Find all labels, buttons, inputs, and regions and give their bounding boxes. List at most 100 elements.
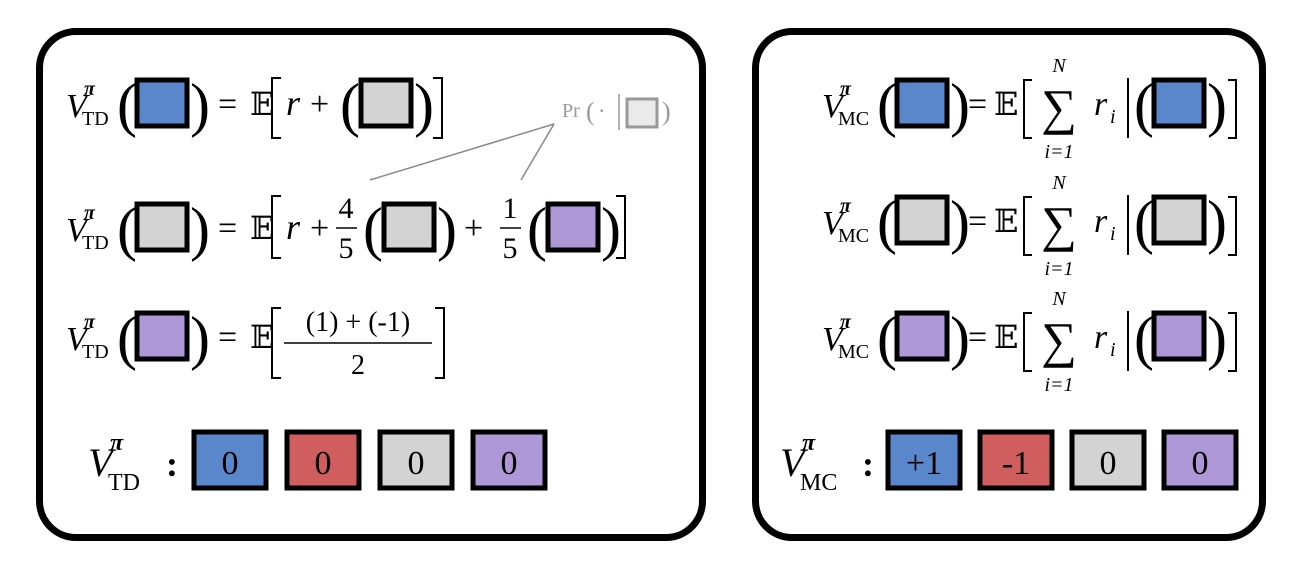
expectation-symbol: 𝔼 <box>994 319 1018 355</box>
td-subscript: TD <box>108 470 140 496</box>
close-bracket <box>1228 79 1237 139</box>
annotation-close-paren: ) <box>662 97 671 126</box>
colon: : <box>862 444 874 484</box>
plus-sign: + <box>310 86 329 123</box>
td-equation-purple: V π TD ( ) = 𝔼 (1) + (-1) 2 <box>66 305 445 381</box>
fraction-numerator: 1 <box>503 192 518 225</box>
summation-symbol: ∑ <box>1041 312 1077 368</box>
td-subscript: TD <box>82 341 109 363</box>
plus-sign: + <box>464 210 483 247</box>
transition-probability-annotation: Pr ( · ) <box>369 94 671 181</box>
reward-subscript: i <box>1110 106 1116 128</box>
value-cell-purple <box>1161 429 1239 491</box>
expectation-symbol: 𝔼 <box>994 203 1018 239</box>
state-box-purple <box>134 310 190 362</box>
state-box-blue <box>134 77 190 129</box>
equals-sign: = <box>218 86 237 123</box>
mc-equation-blue: V π MC ( ) = 𝔼 N ∑ i=1 r i ( ) <box>822 55 1237 163</box>
open-paren: ( <box>1134 72 1154 138</box>
fraction-denominator: 5 <box>339 232 354 265</box>
td-subscript: TD <box>82 232 109 254</box>
reward-r: r <box>286 83 301 123</box>
sum-lower-limit: i=1 <box>1044 258 1073 280</box>
expectation-symbol: 𝔼 <box>250 86 274 122</box>
open-paren: ( <box>117 305 137 371</box>
annotation-dot: · <box>598 98 605 123</box>
value-text: -1 <box>1002 445 1030 482</box>
equals-sign: = <box>968 203 987 240</box>
value-text: 0 <box>501 445 518 482</box>
mc-equation-gray: V π MC ( ) = 𝔼 N ∑ i=1 r i ( ) <box>822 172 1237 280</box>
expectation-symbol: 𝔼 <box>994 86 1018 122</box>
summation-symbol: ∑ <box>1041 196 1077 252</box>
plus-sign: + <box>310 210 329 247</box>
equals-sign: = <box>968 86 987 123</box>
pi-superscript: π <box>84 202 96 224</box>
reward-r: r <box>1094 86 1108 123</box>
pi-superscript: π <box>840 311 852 333</box>
annotation-state-box-gray <box>625 97 659 129</box>
value-text: 0 <box>1192 445 1209 482</box>
state-box-purple <box>545 201 601 253</box>
fraction-denominator: 5 <box>503 232 518 265</box>
value-cell-purple <box>470 429 548 491</box>
equals-sign: = <box>218 210 237 247</box>
pi-superscript: π <box>840 195 852 217</box>
close-bracket <box>1228 312 1237 372</box>
annotation-pointer-line <box>369 123 555 181</box>
open-bracket <box>271 195 281 259</box>
sum-lower-limit: i=1 <box>1044 141 1073 163</box>
open-paren: ( <box>527 196 547 262</box>
fraction-numerator: 4 <box>339 192 354 225</box>
open-bracket <box>271 77 281 139</box>
close-paren: ) <box>190 72 210 138</box>
td-subscript: TD <box>82 108 109 130</box>
mc-subscript: MC <box>838 108 869 130</box>
td-equation-blue: V π TD ( ) = 𝔼 r + ( ) <box>66 72 443 139</box>
mc-subscript: MC <box>838 225 869 247</box>
state-box-gray <box>381 201 437 253</box>
pi-superscript: π <box>110 430 124 456</box>
pi-superscript: π <box>802 430 816 456</box>
summation-symbol: ∑ <box>1041 79 1077 135</box>
open-paren: ( <box>1134 305 1154 371</box>
value-text: 0 <box>315 445 332 482</box>
expectation-symbol: 𝔼 <box>250 319 274 355</box>
close-paren: ) <box>950 189 970 255</box>
close-paren: ) <box>190 305 210 371</box>
open-bracket <box>1023 79 1032 139</box>
state-box-purple <box>894 310 950 362</box>
state-box-blue <box>1151 77 1207 129</box>
fraction-denominator: 2 <box>351 350 365 381</box>
open-paren: ( <box>877 305 897 371</box>
value-text: 0 <box>222 445 239 482</box>
close-bracket <box>616 195 626 259</box>
sum-upper-limit: N <box>1051 55 1067 77</box>
close-paren: ) <box>414 72 434 138</box>
mc-equation-purple: V π MC ( ) = 𝔼 N ∑ i=1 r i ( ) <box>822 288 1237 396</box>
mc-subscript: MC <box>800 470 837 496</box>
value-text: 0 <box>1100 445 1117 482</box>
td-value-row: V π TD : 0 0 0 0 <box>88 429 548 496</box>
open-paren: ( <box>1134 189 1154 255</box>
value-cell-blue <box>191 429 269 491</box>
state-box-blue <box>894 77 950 129</box>
open-paren: ( <box>363 196 383 262</box>
close-paren: ) <box>1207 72 1227 138</box>
open-bracket <box>1023 312 1032 372</box>
fraction-numerator: (1) + (-1) <box>306 307 410 338</box>
v-symbol: V <box>88 440 117 485</box>
state-box-purple <box>1151 310 1207 362</box>
open-paren: ( <box>117 72 137 138</box>
open-paren: ( <box>117 196 137 262</box>
pi-superscript: π <box>84 311 96 333</box>
reward-subscript: i <box>1110 223 1116 245</box>
sum-lower-limit: i=1 <box>1044 374 1073 396</box>
open-bracket <box>271 307 281 379</box>
open-bracket <box>1023 196 1032 256</box>
close-bracket <box>1228 196 1237 256</box>
equals-sign: = <box>218 319 237 356</box>
reward-subscript: i <box>1110 339 1116 361</box>
close-bracket <box>433 77 443 139</box>
